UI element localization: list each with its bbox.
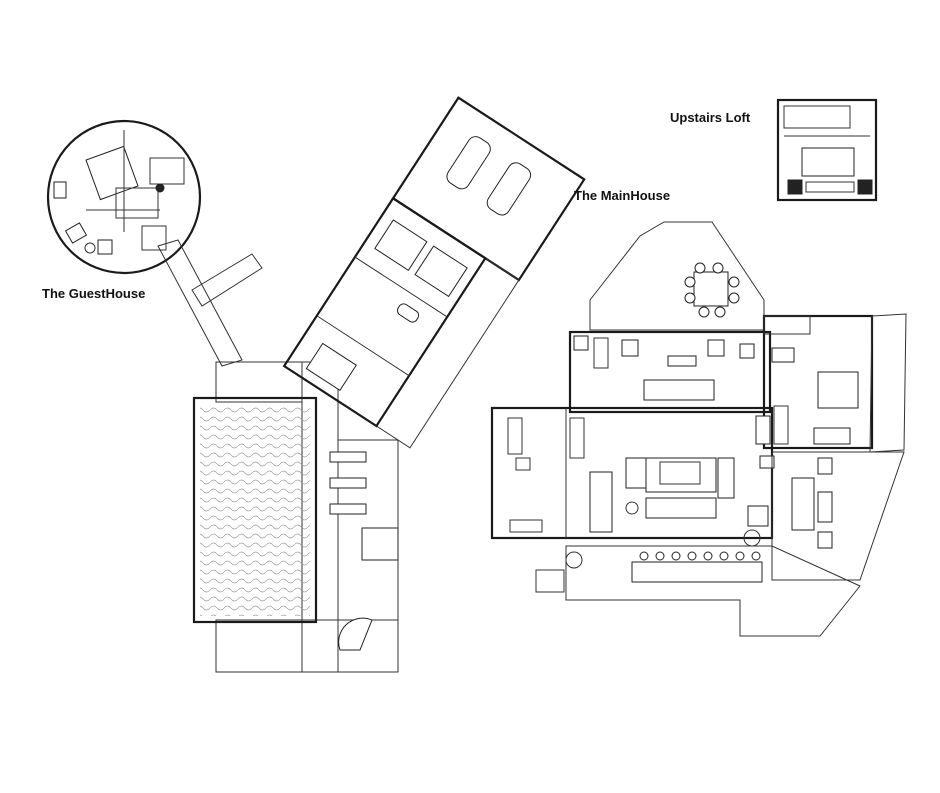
- loft-plan: [776, 98, 878, 202]
- guesthouse-label: The GuestHouse: [42, 286, 146, 301]
- loft-label: Upstairs Loft: [670, 110, 751, 125]
- pool-deck: [192, 361, 399, 673]
- south-deck: [535, 545, 861, 637]
- east-deck: [771, 313, 907, 581]
- guesthouse-plan: [46, 119, 202, 275]
- main-house: [490, 314, 874, 547]
- garage-wing: [282, 96, 586, 449]
- north-deck: [589, 221, 765, 331]
- walkway: [157, 239, 263, 367]
- mainhouse-label: The MainHouse: [574, 188, 671, 203]
